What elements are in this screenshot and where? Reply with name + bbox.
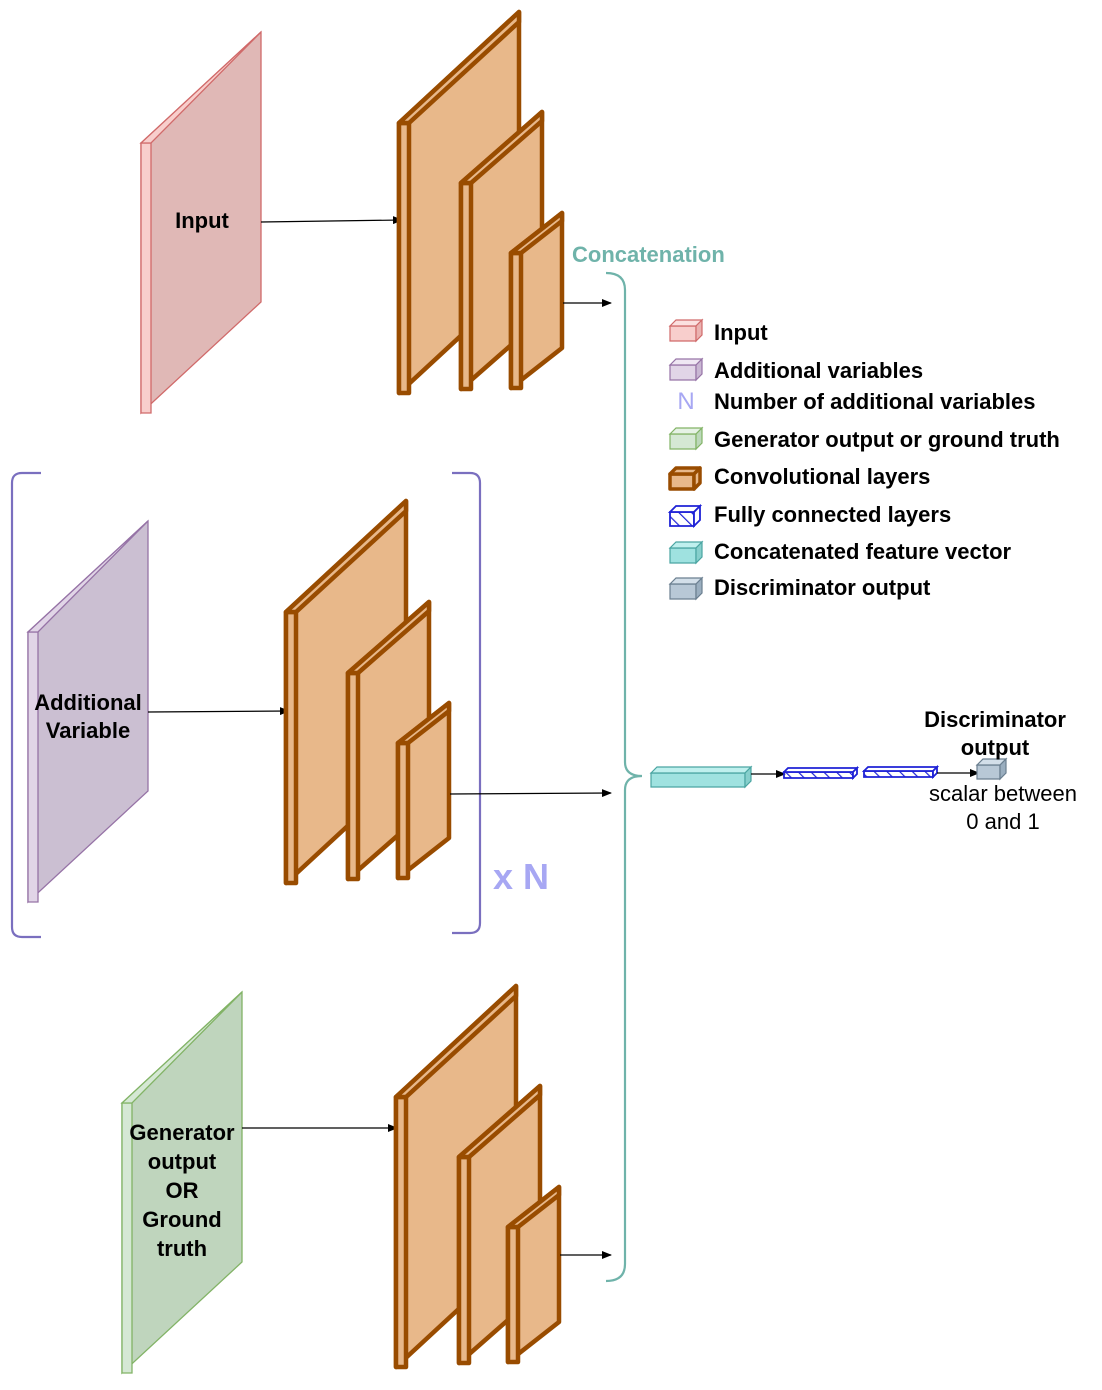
generator-label-line2: output: [148, 1149, 217, 1174]
generator-label-line4: Ground: [142, 1207, 221, 1232]
legend-item-conv: Convolutional layers: [668, 464, 930, 491]
input-branch: Input: [139, 9, 612, 415]
fully-connected-layer-2: [861, 764, 940, 780]
legend-label-additional: Additional variables: [714, 358, 923, 383]
legend-label-n: Number of additional variables: [714, 389, 1036, 414]
concatenated-feature-vector: [649, 765, 753, 789]
left-bracket: [10, 471, 41, 939]
additional-variable-label-line2: Variable: [46, 718, 130, 743]
output-caption-line2: 0 and 1: [966, 809, 1039, 834]
fully-connected-layer-1: [781, 765, 860, 781]
generator-label-line1: Generator: [129, 1120, 235, 1145]
legend-label-fc: Fully connected layers: [714, 502, 951, 527]
additional-conv-arrow: [449, 789, 612, 798]
generator-label-line5: truth: [157, 1236, 207, 1261]
output-path: Discriminator output scalar between 0 an…: [649, 707, 1077, 834]
repeat-n-label: x N: [493, 856, 549, 897]
discriminator-output-title-line2: output: [961, 735, 1030, 760]
additional-conv-stack: [283, 498, 452, 886]
legend: Input Additional variables N Number of a…: [667, 318, 1060, 601]
conv-cube-icon: [668, 466, 702, 491]
additional-variable-slab: Additional Variable: [26, 519, 149, 904]
right-bracket: [452, 471, 482, 935]
input-conv-stack: [396, 9, 565, 396]
conv-layer-small: [395, 700, 452, 881]
additional-arrow: [147, 707, 290, 716]
generator-conv-stack: [393, 983, 562, 1370]
output-caption-line1: scalar between: [929, 781, 1077, 806]
legend-label-input: Input: [714, 320, 768, 345]
legend-item-n: N Number of additional variables: [677, 388, 1035, 415]
input-label: Input: [175, 208, 229, 233]
additional-cube-icon: [668, 357, 704, 382]
generator-output-slab: Generator output OR Ground truth: [120, 990, 243, 1375]
input-arrow: [260, 216, 403, 225]
conv-layer-small: [508, 210, 565, 391]
legend-label-disc: Discriminator output: [714, 575, 931, 600]
input-cube-icon: [668, 318, 704, 343]
concatenation-brace: [605, 271, 643, 1283]
generator-label-line3: OR: [166, 1178, 199, 1203]
legend-item-generator: Generator output or ground truth: [668, 426, 1060, 452]
concatenation: Concatenation: [572, 242, 725, 1283]
concatenation-label: Concatenation: [572, 242, 725, 267]
fc-cube-icon: [667, 503, 703, 529]
legend-label-concat: Concatenated feature vector: [714, 539, 1012, 564]
n-letter-icon: N: [677, 388, 694, 415]
legend-item-additional: Additional variables: [668, 357, 923, 383]
generator-branch: Generator output OR Ground truth: [120, 983, 612, 1375]
legend-item-disc: Discriminator output: [668, 575, 931, 601]
legend-label-conv: Convolutional layers: [714, 464, 930, 489]
discriminator-output-title-line1: Discriminator: [924, 707, 1066, 732]
additional-branch: Additional Variable x N: [10, 471, 612, 939]
disc-cube-icon: [668, 576, 704, 601]
legend-item-concat: Concatenated feature vector: [668, 539, 1012, 565]
legend-item-fc: Fully connected layers: [667, 502, 951, 529]
legend-item-input: Input: [668, 318, 768, 345]
generator-cube-icon: [668, 426, 704, 451]
concat-cube-icon: [668, 540, 704, 565]
legend-label-generator: Generator output or ground truth: [714, 427, 1060, 452]
conv-layer-small: [505, 1184, 562, 1365]
input-slab: Input: [139, 30, 262, 415]
discriminator-output-cube: [975, 757, 1008, 781]
additional-variable-label-line1: Additional: [34, 690, 142, 715]
